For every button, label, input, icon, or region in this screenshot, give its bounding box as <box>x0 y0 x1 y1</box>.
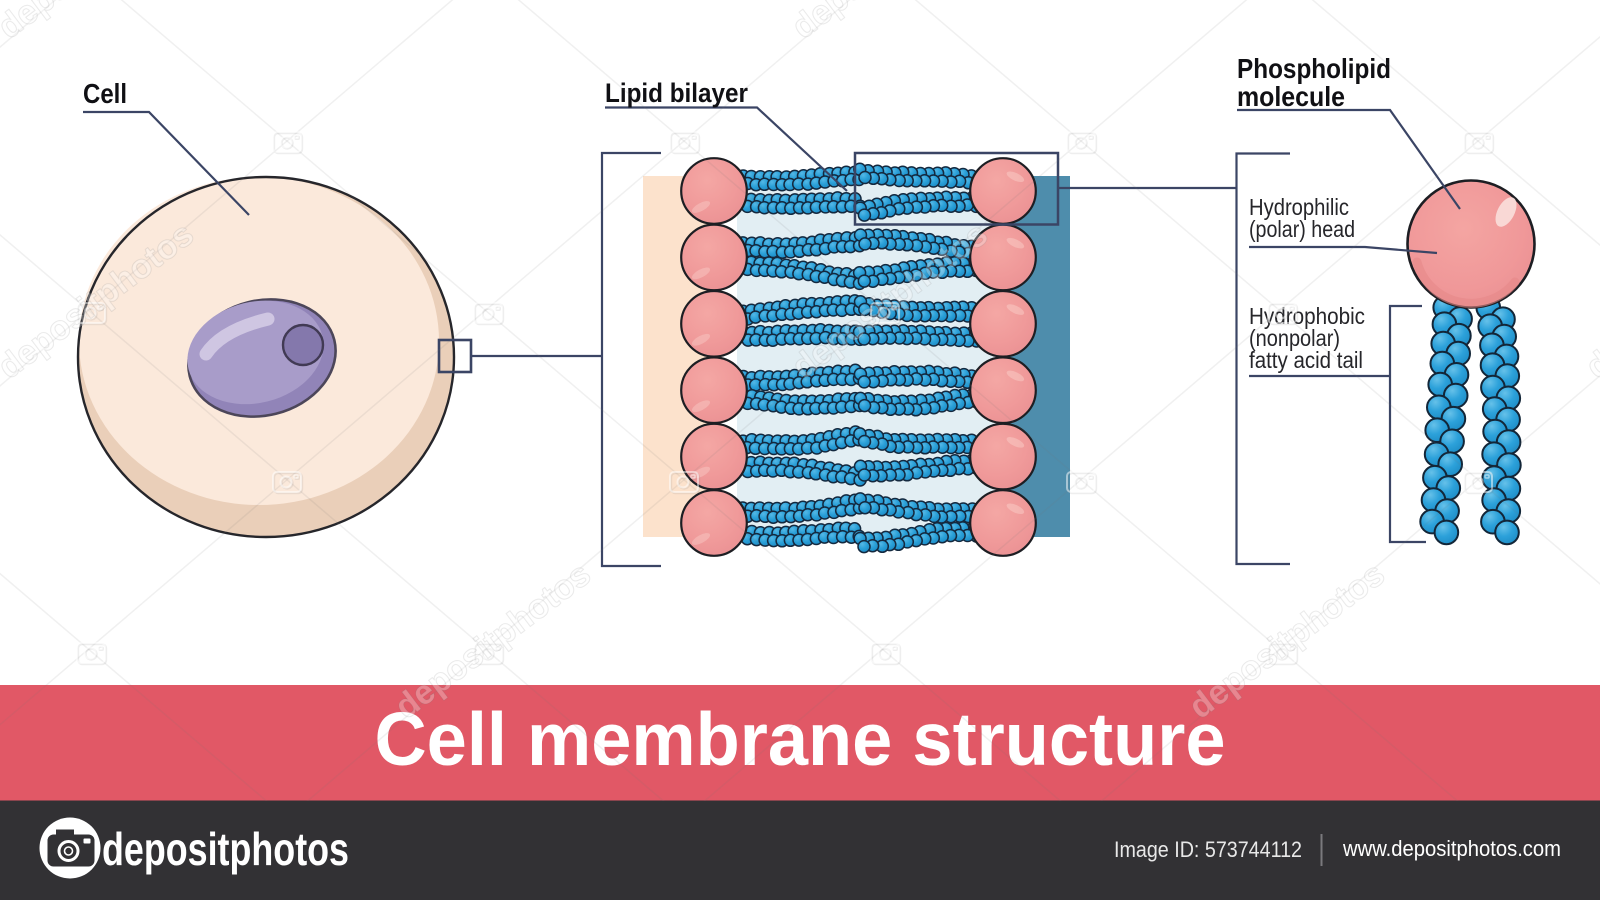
svg-text:Phospholipid: Phospholipid <box>1237 53 1391 84</box>
svg-text:www.depositphotos.com: www.depositphotos.com <box>1342 836 1561 861</box>
svg-text:molecule: molecule <box>1237 81 1345 112</box>
svg-text:(nonpolar): (nonpolar) <box>1249 325 1340 351</box>
svg-text:(polar) head: (polar) head <box>1249 216 1355 242</box>
svg-text:Cell: Cell <box>83 78 127 109</box>
svg-text:fatty acid tail: fatty acid tail <box>1249 347 1363 373</box>
svg-text:Lipid bilayer: Lipid bilayer <box>605 78 748 108</box>
svg-text:Image ID: 573744112: Image ID: 573744112 <box>1114 837 1302 862</box>
svg-text:depositphotos: depositphotos <box>102 823 349 875</box>
svg-text:Cell membrane structure: Cell membrane structure <box>375 697 1226 781</box>
svg-text:Hydrophilic: Hydrophilic <box>1249 194 1349 220</box>
